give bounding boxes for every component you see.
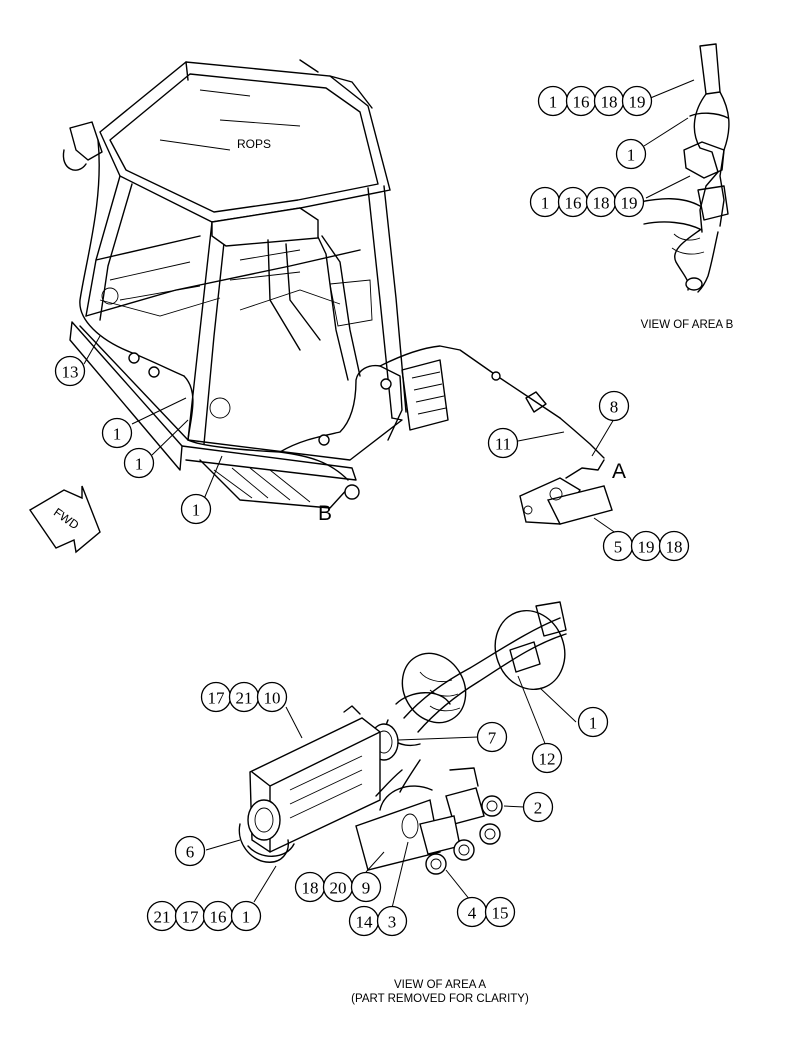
callout-g5: 5 19 18 bbox=[602, 530, 690, 562]
callout-circle bbox=[621, 85, 653, 117]
callout-circle bbox=[598, 390, 630, 422]
callout-number: 1 bbox=[549, 93, 558, 112]
callout-number: 1 bbox=[135, 455, 144, 474]
callout-circle bbox=[230, 900, 262, 932]
callout-number: 15 bbox=[492, 904, 509, 923]
callout-number: 11 bbox=[495, 435, 511, 454]
callout-number: 9 bbox=[362, 879, 371, 898]
callout-number: 1 bbox=[589, 714, 598, 733]
callout-number: 1 bbox=[192, 501, 201, 520]
callout-number: 4 bbox=[468, 904, 477, 923]
callout-circle bbox=[577, 706, 609, 738]
callout-c6: 6 bbox=[174, 835, 206, 867]
area-a-marker: A bbox=[612, 460, 626, 483]
callout-circle bbox=[180, 493, 212, 525]
callout-number: 18 bbox=[601, 93, 618, 112]
callout-circle bbox=[613, 186, 645, 218]
area-b-marker: B bbox=[318, 502, 332, 525]
callout-c2: 2 bbox=[522, 791, 554, 823]
callout-circle bbox=[522, 791, 554, 823]
callout-circle bbox=[476, 721, 508, 753]
callout-number: 21 bbox=[154, 908, 171, 927]
callout-number: 12 bbox=[539, 750, 556, 769]
callout-ga4: 4 15 bbox=[456, 896, 516, 928]
callout-number: 16 bbox=[565, 194, 582, 213]
callout-ga2: 18 20 9 bbox=[294, 871, 382, 903]
callout-c1a: 1 bbox=[101, 417, 133, 449]
callout-circle bbox=[174, 835, 206, 867]
callout-number: 14 bbox=[356, 913, 374, 932]
callout-circle bbox=[350, 871, 382, 903]
callout-c1d: 1 bbox=[615, 138, 647, 170]
callout-number: 19 bbox=[629, 93, 646, 112]
callout-circle bbox=[658, 530, 690, 562]
callout-number: 1 bbox=[627, 146, 636, 165]
view-a-subcaption: (PART REMOVED FOR CLARITY) bbox=[351, 993, 529, 1005]
callout-number: 10 bbox=[264, 689, 281, 708]
callout-number: 18 bbox=[302, 879, 319, 898]
callout-c7: 7 bbox=[476, 721, 508, 753]
rops-label: ROPS bbox=[237, 137, 271, 151]
callout-number: 17 bbox=[182, 908, 200, 927]
rops-cab-drawing bbox=[28, 59, 613, 554]
callout-number: 3 bbox=[388, 913, 397, 932]
callout-number: 1 bbox=[113, 425, 122, 444]
callout-number: 13 bbox=[62, 363, 79, 382]
callout-c12: 12 bbox=[531, 742, 563, 774]
callout-circle bbox=[487, 427, 519, 459]
callout-number: 17 bbox=[208, 689, 226, 708]
callout-number: 16 bbox=[210, 908, 227, 927]
callout-number: 1 bbox=[242, 908, 251, 927]
callout-circle bbox=[54, 355, 86, 387]
callout-circle bbox=[123, 447, 155, 479]
callout-ga5: 21 17 16 1 bbox=[146, 900, 262, 932]
callout-number: 6 bbox=[186, 843, 195, 862]
callout-circle bbox=[615, 138, 647, 170]
callout-number: 19 bbox=[621, 194, 638, 213]
callout-gb1: 1 16 18 19 bbox=[537, 85, 653, 117]
view-b-caption: VIEW OF AREA B bbox=[641, 319, 734, 331]
callout-c1b: 1 bbox=[123, 447, 155, 479]
callout-number: 8 bbox=[610, 398, 619, 417]
callout-c1e: 1 bbox=[577, 706, 609, 738]
callout-ga3: 14 3 bbox=[348, 905, 408, 937]
callout-number: 19 bbox=[638, 538, 655, 557]
callout-number: 18 bbox=[666, 538, 683, 557]
leader-lines bbox=[83, 79, 695, 909]
callout-ga1: 17 21 10 bbox=[200, 681, 288, 713]
callout-c8: 8 bbox=[598, 390, 630, 422]
callout-c13: 13 bbox=[54, 355, 86, 387]
callout-gb2: 1 16 18 19 bbox=[529, 186, 645, 218]
area-a-drawing bbox=[238, 601, 567, 875]
callout-number: 20 bbox=[330, 879, 347, 898]
callout-c11: 11 bbox=[487, 427, 519, 459]
callout-number: 18 bbox=[593, 194, 610, 213]
callout-number: 7 bbox=[488, 729, 497, 748]
area-b-drawing bbox=[639, 43, 730, 293]
callout-circle bbox=[101, 417, 133, 449]
callout-c1c: 1 bbox=[180, 493, 212, 525]
callout-circle bbox=[531, 742, 563, 774]
callout-number: 16 bbox=[573, 93, 590, 112]
callout-number: 2 bbox=[534, 799, 543, 818]
callout-number: 21 bbox=[236, 689, 253, 708]
callout-number: 5 bbox=[614, 538, 623, 557]
callout-circle bbox=[256, 681, 288, 713]
callout-number: 1 bbox=[541, 194, 550, 213]
view-a-caption: VIEW OF AREA A bbox=[394, 979, 486, 991]
callout-circle bbox=[376, 905, 408, 937]
callout-circle bbox=[484, 896, 516, 928]
